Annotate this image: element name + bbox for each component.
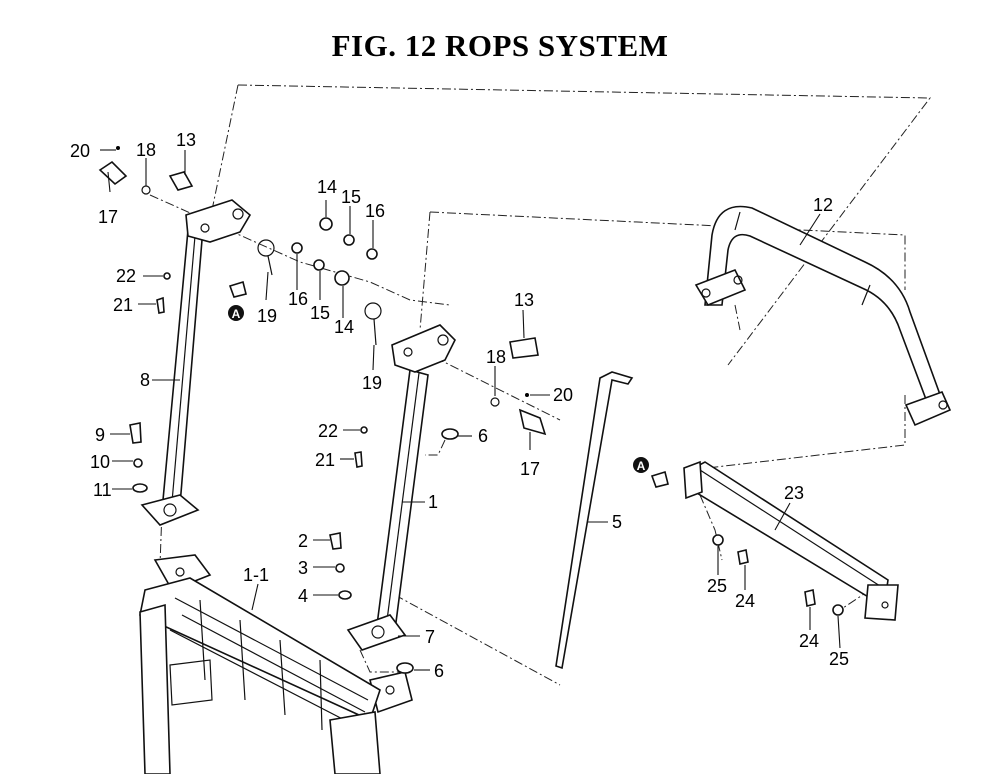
callout-18: 18	[486, 347, 506, 367]
post-8	[140, 199, 252, 526]
callout-13: 13	[176, 130, 196, 150]
callout-20: 20	[553, 385, 573, 405]
callout-7: 7	[425, 627, 435, 647]
callout-16: 16	[288, 289, 308, 309]
callout-6: 6	[434, 661, 444, 681]
callout-22: 22	[116, 266, 136, 286]
hardware	[98, 146, 844, 674]
callout-25: 25	[707, 576, 727, 596]
callout-17: 17	[98, 207, 118, 227]
callout-13: 13	[514, 290, 534, 310]
callout-25: 25	[829, 649, 849, 669]
reference-mark-a-left: A	[228, 305, 244, 321]
callout-15: 15	[310, 303, 330, 323]
callout-24: 24	[735, 591, 755, 611]
callout-19: 19	[362, 373, 382, 393]
callout-10: 10	[90, 452, 110, 472]
figure-title: FIG. 12 ROPS SYSTEM	[331, 28, 669, 63]
mark-a-label: A	[637, 459, 646, 473]
callout-1-1: 1-1	[243, 565, 269, 585]
callout-11: 11	[93, 480, 112, 500]
callout-4: 4	[298, 586, 308, 606]
callout-21: 21	[315, 450, 335, 470]
mark-a-label: A	[232, 307, 241, 321]
callout-14: 14	[317, 177, 337, 197]
assembly-lines	[149, 84, 931, 686]
callout-1: 1	[428, 492, 438, 512]
callout-20: 20	[70, 141, 90, 161]
callout-6: 6	[478, 426, 488, 446]
callout-8: 8	[140, 370, 150, 390]
post-1	[346, 324, 456, 651]
leader-lines	[100, 149, 841, 671]
callout-9: 9	[95, 425, 105, 445]
callout-17: 17	[520, 459, 540, 479]
callout-labels: 20 18 13 17 14 15 16 12 22 21 19 16 15 1…	[70, 130, 849, 681]
callout-18: 18	[136, 140, 156, 160]
callout-23: 23	[784, 483, 804, 503]
roll-bar-12	[694, 205, 952, 427]
callout-21: 21	[113, 295, 133, 315]
frame-1-1	[139, 554, 413, 774]
callout-5: 5	[612, 512, 622, 532]
callout-3: 3	[298, 558, 308, 578]
cross-bar-23	[683, 460, 899, 621]
callout-15: 15	[341, 187, 361, 207]
callout-24: 24	[799, 631, 819, 651]
rod-5	[555, 371, 634, 670]
callout-2: 2	[298, 531, 308, 551]
callout-12: 12	[813, 195, 833, 215]
callout-14: 14	[334, 317, 354, 337]
reference-mark-a-right: A	[633, 457, 649, 473]
callout-22: 22	[318, 421, 338, 441]
callout-16: 16	[365, 201, 385, 221]
callout-19: 19	[257, 306, 277, 326]
